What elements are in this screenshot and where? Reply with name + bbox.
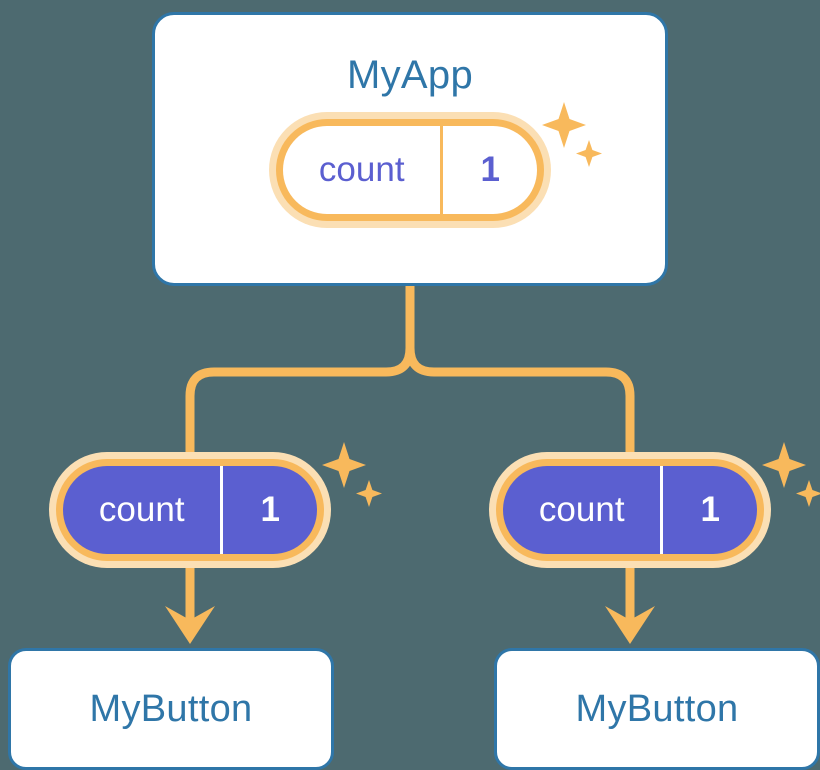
state-pill-inner: count 1	[503, 466, 757, 554]
component-label: MyButton	[89, 687, 253, 730]
state-key-label: count	[98, 490, 185, 529]
state-pill-right[interactable]: count 1	[489, 452, 771, 568]
connector-tree-path-right	[405, 343, 635, 457]
sparkle-4-point-large-icon	[762, 442, 806, 488]
sparkle-4-point-small-icon	[796, 480, 820, 507]
state-pill-inner: count 1	[283, 126, 537, 214]
state-pill-root[interactable]: count 1	[269, 112, 551, 228]
connector-tree-path	[185, 281, 415, 457]
component-card-mybutton-left[interactable]: MyButton	[8, 648, 334, 770]
state-value-label: 1	[220, 466, 317, 554]
sparkle-4-point-small-icon	[356, 480, 382, 507]
arrow-down-left	[165, 563, 215, 644]
state-pill-ring: count 1	[56, 459, 324, 561]
sparkle-4-point-large-icon	[322, 442, 366, 488]
component-label: MyButton	[575, 687, 739, 730]
state-key-label: count	[538, 490, 625, 529]
component-card-mybutton-right[interactable]: MyButton	[494, 648, 820, 770]
page-title: MyApp	[347, 53, 473, 97]
arrow-down-right	[605, 563, 655, 644]
state-value-label: 1	[440, 126, 537, 214]
state-pill-inner: count 1	[63, 466, 317, 554]
state-pill-ring: count 1	[496, 459, 764, 561]
state-key-label: count	[318, 150, 405, 189]
state-pill-left[interactable]: count 1	[49, 452, 331, 568]
state-value-label: 1	[660, 466, 757, 554]
state-pill-ring: count 1	[276, 119, 544, 221]
